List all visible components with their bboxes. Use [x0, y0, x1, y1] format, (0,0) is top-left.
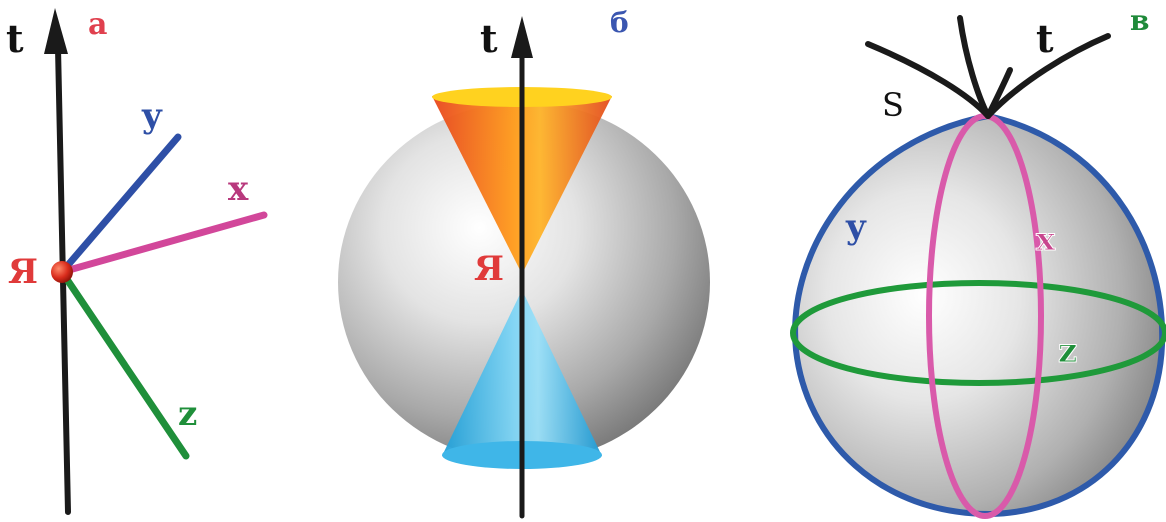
- panel-c-sphere: [795, 116, 1163, 514]
- panel-c-x-label: x: [1036, 220, 1056, 258]
- panel-c-s-curve-right: [985, 33, 1111, 119]
- panel-a-observer-dot: [51, 261, 73, 283]
- panel-b-t-arrowhead: [511, 16, 533, 58]
- panel-c-y-label: y: [845, 207, 867, 247]
- panel-c-z-curve: [790, 280, 1166, 386]
- panel-a: а t y x Я z: [6, 7, 268, 515]
- panel-a-observer-label: Я: [8, 252, 38, 292]
- panel-a-t-label: t: [6, 16, 24, 61]
- panel-c-s-curve-left: [865, 41, 991, 119]
- panel-c-t-label: t: [1036, 16, 1054, 61]
- panel-c-z-label: z: [1058, 331, 1077, 371]
- panel-c-s-label: S: [882, 86, 904, 124]
- panel-b-letter: б: [610, 6, 629, 39]
- panel-a-z-axis: [58, 268, 190, 460]
- panel-a-x-label: x: [228, 169, 249, 209]
- panel-c: в t S y x z: [790, 4, 1166, 519]
- panel-a-x-axis: [58, 211, 268, 276]
- panel-b-t-label: t: [480, 16, 498, 61]
- panel-a-t-arrowhead: [44, 8, 68, 54]
- panel-b-observer-label: Я: [474, 249, 504, 289]
- panel-a-y-label: y: [141, 96, 163, 136]
- panel-c-s-curve-mid2: [985, 67, 1013, 119]
- panel-a-z-label: z: [178, 394, 197, 434]
- panel-a-y-axis: [58, 133, 182, 276]
- panel-c-letter: в: [1130, 4, 1149, 37]
- panel-b: б t Я: [338, 6, 710, 519]
- panel-c-s-curve-mid: [957, 15, 991, 119]
- panel-a-letter: а: [88, 7, 107, 42]
